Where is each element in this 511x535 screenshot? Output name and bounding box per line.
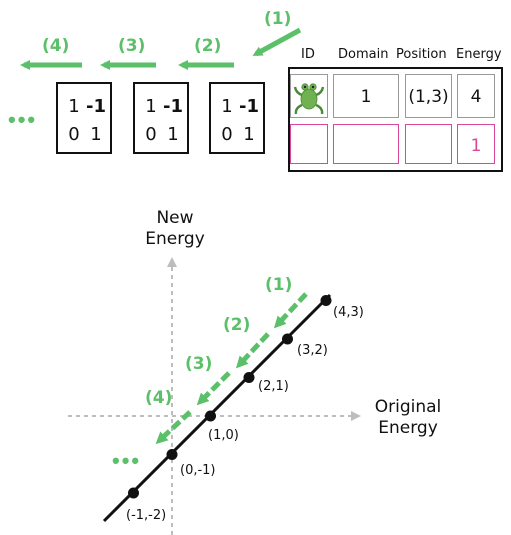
matrix-cell: 1 — [145, 96, 157, 117]
plot-point — [320, 295, 332, 306]
position-value: (1,3) — [408, 87, 449, 107]
point-label: (0,-1) — [180, 463, 216, 478]
energy-slot: 4 — [457, 74, 495, 118]
plot-point — [243, 372, 255, 383]
energy-value: 4 — [470, 87, 482, 107]
new-id-slot — [290, 124, 328, 164]
top-step-2-label: (2) — [194, 36, 222, 56]
domain-value: 1 — [360, 87, 372, 107]
matrix-cell: 0 — [68, 124, 80, 145]
step-1-arrow — [252, 27, 302, 57]
transform-line — [102, 293, 332, 523]
header-domain: Domain — [338, 47, 389, 62]
matrix-cell: 1 — [243, 124, 255, 145]
top-step-3-label: (3) — [118, 36, 146, 56]
plot-step-1-label: (1) — [265, 275, 293, 295]
header-energy: Energy — [456, 47, 502, 62]
top-ellipsis: ••• — [8, 107, 38, 132]
plot-step-1-arrow — [273, 292, 308, 329]
point-label: (-1,-2) — [126, 508, 167, 523]
matrix-cell: -1 — [163, 96, 183, 117]
domain-slot: 1 — [333, 74, 399, 118]
point-label: (1,0) — [208, 428, 239, 443]
state-table — [288, 67, 503, 172]
header-position: Position — [396, 47, 447, 62]
plot-step-4-arrow — [155, 410, 192, 445]
matrix-cell: 0 — [145, 124, 157, 145]
plot-step-3-arrow — [196, 371, 231, 406]
matrix-cell: 1 — [221, 96, 233, 117]
point-label: (2,1) — [258, 379, 289, 394]
point-label: (4,3) — [333, 305, 364, 320]
y-axis-label: New Energy — [145, 208, 205, 249]
plot-point — [166, 449, 178, 460]
matrix-cell: 1 — [167, 124, 179, 145]
plot-point — [282, 333, 293, 345]
new-position-slot — [405, 124, 452, 164]
top-step-4-label: (4) — [42, 36, 70, 56]
plot-ellipsis: ••• — [112, 448, 142, 473]
plot-step-3-label: (3) — [185, 354, 213, 374]
plot-point — [205, 410, 216, 422]
point-label: (3,2) — [297, 343, 328, 358]
matrix-cell: 1 — [90, 124, 102, 145]
x-axis-label: Original Energy — [374, 397, 442, 438]
plot-point — [128, 487, 139, 499]
matrix-cell: -1 — [239, 96, 259, 117]
new-energy-slot: 1 — [457, 124, 495, 164]
top-step-1-label: (1) — [264, 9, 292, 29]
id-slot — [290, 74, 328, 118]
plot-step-2-label: (2) — [223, 315, 251, 335]
frog-icon — [293, 83, 325, 115]
matrix-4: 1 -1 0 1 — [56, 82, 112, 154]
new-domain-slot — [333, 124, 399, 164]
matrix-2: 1 -1 0 1 — [209, 82, 265, 154]
matrix-cell: 1 — [68, 96, 80, 117]
top-arrows — [20, 27, 302, 70]
matrix-cell: -1 — [86, 96, 106, 117]
plot-step-2-arrow — [235, 332, 270, 369]
new-energy-value: 1 — [470, 136, 482, 156]
header-id: ID — [301, 47, 315, 62]
position-slot: (1,3) — [405, 74, 452, 118]
matrix-cell: 0 — [221, 124, 233, 145]
plot-step-4-label: (4) — [145, 388, 173, 408]
matrix-3: 1 -1 0 1 — [133, 82, 189, 154]
